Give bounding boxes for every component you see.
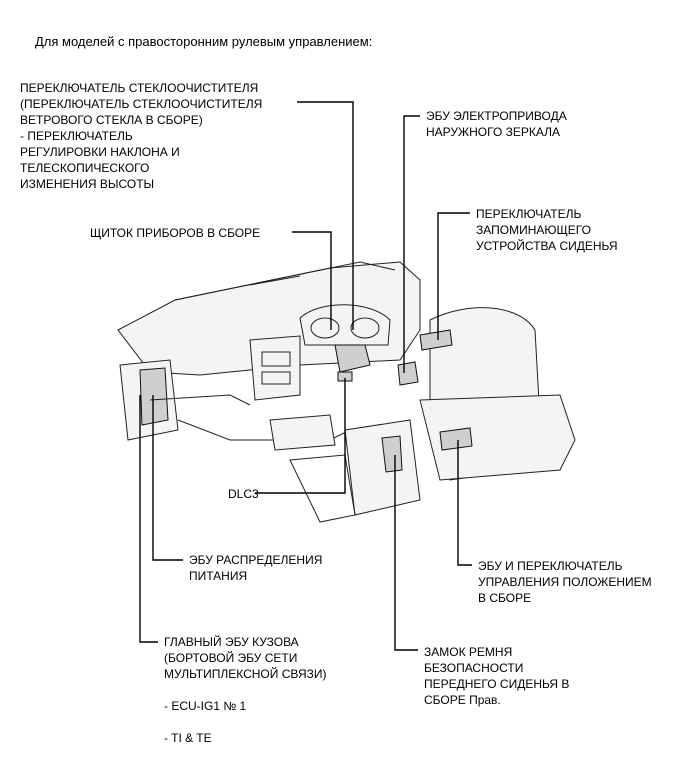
seat-belt-buckle-label: ЗАМОК РЕМНЯ БЕЗОПАСНОСТИ ПЕРЕДНЕГО СИДЕН…: [424, 645, 570, 707]
dlc3-label: DLC3: [228, 487, 259, 501]
power-distribution-ecu-label: ЭБУ РАСПРЕДЕЛЕНИЯ ПИТАНИЯ: [189, 553, 323, 583]
main-body-ecu-label: ГЛАВНЫЙ ЭБУ КУЗОВА (БОРТОВОЙ ЭБУ СЕТИ МУ…: [164, 635, 327, 745]
page-heading: Для моделей с правосторонним рулевым упр…: [35, 34, 373, 49]
dashboard-illustration: [117, 261, 576, 523]
seat-memory-switch-label: ПЕРЕКЛЮЧАТЕЛЬ ЗАПОМИНАЮЩЕГО УСТРОЙСТВА С…: [476, 207, 618, 253]
combination-meter-label: ЩИТОК ПРИБОРОВ В СБОРЕ: [90, 226, 261, 240]
wiper-switch-label: ПЕРЕКЛЮЧАТЕЛЬ СТЕКЛООЧИСТИТЕЛЯ (ПЕРЕКЛЮЧ…: [20, 81, 263, 191]
leader-lines: [139, 101, 472, 651]
position-control-ecu-label: ЭБУ И ПЕРЕКЛЮЧАТЕЛЬ УПРАВЛЕНИЯ ПОЛОЖЕНИЕ…: [478, 559, 652, 605]
mirror-ecu-label: ЭБУ ЭЛЕКТРОПРИВОДА НАРУЖНОГО ЗЕРКАЛА: [426, 109, 567, 139]
